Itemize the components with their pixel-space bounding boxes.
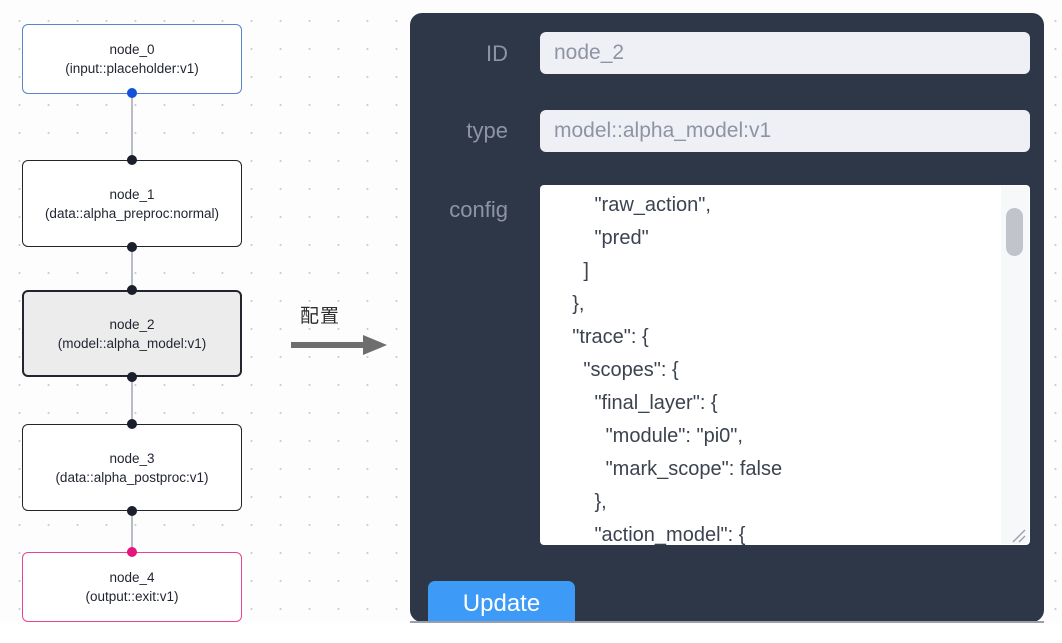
graph-node-label: node_2 (model::alpha_model:v1) <box>57 316 207 351</box>
type-input[interactable] <box>540 110 1030 152</box>
right-arrow-icon <box>291 335 387 355</box>
field-label-type: type <box>466 118 508 143</box>
panel-bottom-edge <box>410 621 1044 623</box>
resize-handle-icon[interactable] <box>1008 525 1026 543</box>
node-handle-target-node_4[interactable] <box>127 547 137 557</box>
flow-annotation-label: 配置 <box>300 305 341 327</box>
viewport-bottom-mask <box>0 623 1062 643</box>
graph-edge <box>131 510 133 554</box>
id-input[interactable] <box>540 32 1030 74</box>
graph-node-label: node_3 (data::alpha_postproc:v1) <box>55 450 209 485</box>
config-scrollbar-thumb[interactable] <box>1006 208 1023 256</box>
graph-node-node_0[interactable]: node_0 (input::placeholder:v1) <box>22 24 242 94</box>
field-label-config: config <box>449 197 508 222</box>
node-handle-source-node_0[interactable] <box>127 88 137 98</box>
node-handle-target-node_1[interactable] <box>127 155 137 165</box>
node-handle-source-node_3[interactable] <box>127 506 137 516</box>
graph-edge <box>131 246 133 292</box>
graph-edge <box>131 93 133 162</box>
graph-node-node_3[interactable]: node_3 (data::alpha_postproc:v1) <box>22 424 242 511</box>
graph-node-node_1[interactable]: node_1 (data::alpha_preproc:normal) <box>22 160 242 247</box>
graph-node-label: node_1 (data::alpha_preproc:normal) <box>44 186 220 221</box>
update-button[interactable]: Update <box>428 581 575 625</box>
graph-canvas[interactable]: node_0 (input::placeholder:v1) node_1 (d… <box>0 0 410 643</box>
graph-node-label: node_4 (output::exit:v1) <box>85 570 179 604</box>
field-label-id: ID <box>486 41 508 66</box>
graph-node-node_2[interactable]: node_2 (model::alpha_model:v1) <box>22 290 242 377</box>
config-textarea[interactable]: "raw_action", "pred" ] }, "trace": { "sc… <box>540 185 1030 545</box>
node-handle-source-node_2[interactable] <box>127 372 137 382</box>
graph-edge <box>131 376 133 426</box>
node-handle-source-node_1[interactable] <box>127 242 137 252</box>
graph-node-node_4[interactable]: node_4 (output::exit:v1) <box>22 552 242 622</box>
node-handle-target-node_3[interactable] <box>127 419 137 429</box>
node-handle-target-node_2[interactable] <box>127 285 137 295</box>
graph-node-label: node_0 (input::placeholder:v1) <box>65 42 199 76</box>
